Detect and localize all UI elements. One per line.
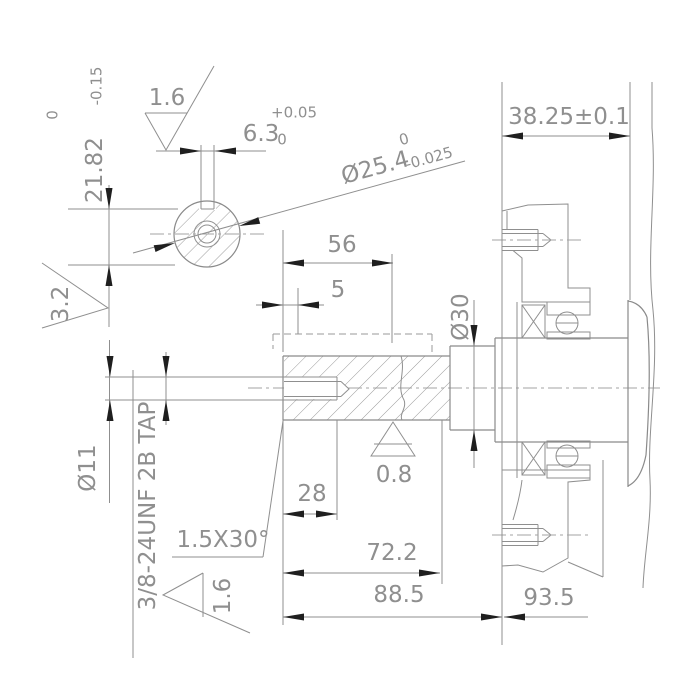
shaft-length-value: 72.2 bbox=[366, 540, 417, 566]
bearing-outer-race-top bbox=[546, 301, 591, 316]
chamfer-value: 1.5X30° bbox=[176, 527, 269, 553]
dim-chamfer: 1.5X30° bbox=[172, 420, 284, 558]
keyway-depth-tol-lower: -0.15 bbox=[87, 67, 105, 106]
shaft-diameter-tol-lower: -0.025 bbox=[403, 143, 454, 173]
dim-tap-drill-diameter: Ø11 bbox=[75, 340, 114, 503]
roughness-keyway-side-value: 1.6 bbox=[149, 85, 186, 111]
keyway-width-tol-upper: +0.05 bbox=[271, 103, 317, 121]
dim-shaft-length: 72.2 bbox=[283, 420, 443, 584]
keyway-section-view bbox=[150, 145, 268, 268]
mount-bolt-hole-top bbox=[492, 229, 582, 251]
thread-callout-value: 3/8-24UNF 2B TAP bbox=[135, 402, 161, 611]
oil-seal-bottom bbox=[516, 440, 546, 478]
bearing-outer-race-bottom bbox=[546, 464, 591, 479]
roughness-end-face-value: 1.6 bbox=[210, 578, 236, 615]
shaft-outline-circle bbox=[173, 200, 241, 268]
mount-bolt-hole-bottom bbox=[492, 524, 590, 546]
keyway-slot-cutout bbox=[199, 197, 216, 210]
dim-overall-length: 93.5 bbox=[504, 585, 588, 621]
dim-thread-depth: 28 bbox=[282, 420, 338, 625]
roughness-check-icon bbox=[41, 262, 110, 329]
keyway-offset-value: 5 bbox=[331, 277, 346, 303]
dim-length-to-face: 88.5 bbox=[283, 582, 502, 621]
bearing-inner-race-bottom bbox=[546, 440, 591, 449]
roughness-check-icon bbox=[161, 572, 251, 634]
overall-length-value: 93.5 bbox=[523, 585, 574, 611]
dim-keyway-offset: 5 bbox=[256, 277, 345, 334]
ball-bearing bbox=[546, 301, 591, 479]
roughness-symbol-shaft: 0.8 bbox=[370, 421, 416, 488]
length-to-face-value: 88.5 bbox=[373, 582, 424, 608]
crankcase-lower-wall bbox=[492, 460, 604, 578]
dim-collar-diameter: Ø30 bbox=[448, 293, 478, 468]
keyway-width-value: 6.3 bbox=[243, 121, 280, 147]
crank-web bbox=[627, 300, 650, 487]
dim-keyway-depth: 21.82 -0.15 0 bbox=[43, 67, 178, 327]
keyway-depth-tol-upper: 0 bbox=[43, 110, 61, 120]
roughness-symbol-end-face: 1.6 bbox=[161, 572, 251, 634]
roughness-triangle-icon bbox=[370, 421, 416, 457]
crankcase-break-line bbox=[642, 127, 656, 589]
collar-diameter-value: Ø30 bbox=[448, 293, 474, 340]
dim-keyway-width: 6.3 +0.05 0 bbox=[156, 103, 317, 155]
roughness-keyway-flat-value: 3.2 bbox=[48, 286, 74, 323]
shaft-diameter-value: Ø25.4 bbox=[338, 146, 412, 190]
dim-bearing-span: 38.25±0.1 bbox=[501, 82, 653, 645]
roughness-symbol-keyway-flat: 3.2 bbox=[41, 262, 110, 329]
bearing-inner-race-top bbox=[546, 331, 591, 340]
dim-keyway-length: 56 bbox=[282, 230, 393, 352]
oil-seal-top bbox=[516, 302, 546, 340]
tap-drill-diameter-value: Ø11 bbox=[75, 444, 101, 491]
thread-depth-value: 28 bbox=[297, 481, 326, 507]
keyway-width-tol-lower: 0 bbox=[277, 130, 287, 148]
break-line bbox=[400, 355, 406, 421]
roughness-shaft-value: 0.8 bbox=[376, 462, 413, 488]
main-section-view bbox=[105, 127, 660, 589]
crankcase-upper-wall bbox=[492, 203, 591, 303]
keyway-depth-value: 21.82 bbox=[82, 137, 108, 203]
keyway-hidden-outline bbox=[272, 333, 433, 354]
roughness-symbol-keyway-side: 1.6 bbox=[144, 65, 215, 152]
keyway-length-value: 56 bbox=[327, 232, 356, 258]
tapped-hole bbox=[105, 376, 350, 401]
dim-thread-callout: 3/8-24UNF 2B TAP bbox=[132, 352, 170, 658]
shaft-diameter-tol-upper: 0 bbox=[397, 129, 411, 149]
bearing-span-value: 38.25±0.1 bbox=[508, 104, 630, 130]
roughness-check-icon bbox=[144, 65, 215, 152]
